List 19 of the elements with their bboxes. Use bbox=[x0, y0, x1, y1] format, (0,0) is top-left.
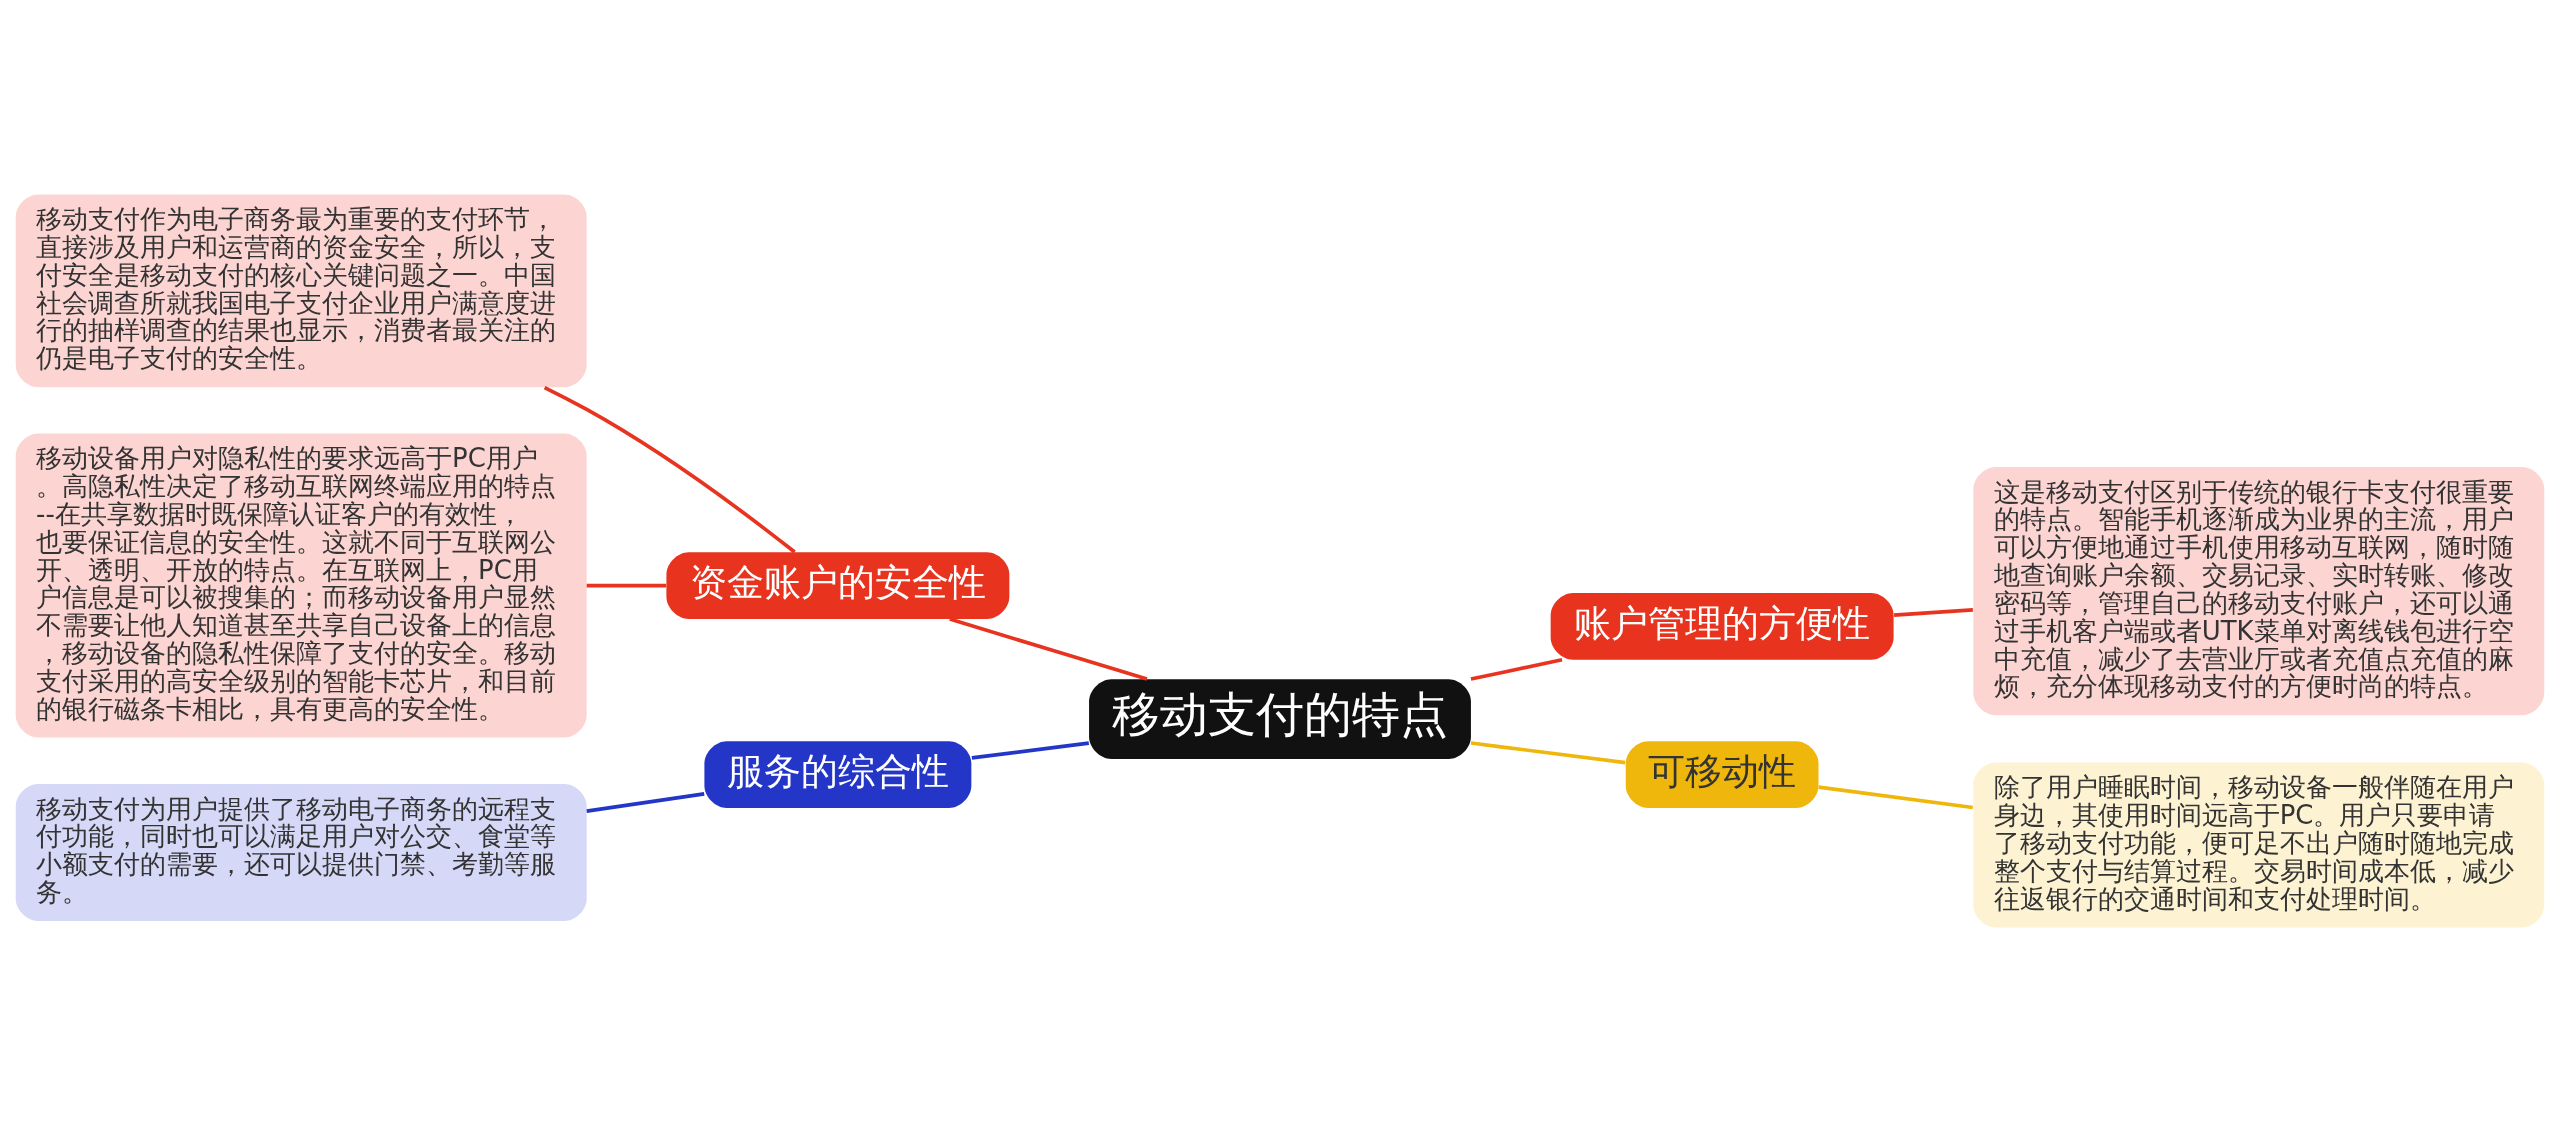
connector bbox=[1818, 785, 1973, 810]
node-box: 移动支付作为电子商务最为重要的支付环节，直接涉及用户和运营商的资金安全，所以，支付安全是移动支付的核心关键问题之一。中国社会调查所就我国电子支付企业用户满意度进行的抽样调查的结果也显示，消费者最关注的仍是电子支付的安全性。 bbox=[15, 194, 587, 388]
node-box: 移动支付为用户提供了移动电子商务的远程支付功能，同时也可以满足用户对公交、食堂等小额支付的需要，还可以提供门禁、考勤等服务。 bbox=[15, 783, 587, 922]
node-box: 移动支付的特点 bbox=[1089, 679, 1471, 759]
connector bbox=[1893, 608, 1973, 617]
node-box: 除了用户睡眠时间，移动设备一般伴随在用户身边，其使用时间远高于PC。用户只要申请了移动支付功能，便可足不出户随时随地完成整个支付与结算过程。交易时间成本低，减少往返银行的交通时间和支付处理时间。 bbox=[1973, 762, 2545, 928]
connector bbox=[543, 385, 796, 554]
connector bbox=[586, 792, 705, 813]
connector bbox=[1470, 658, 1563, 681]
connector bbox=[971, 741, 1090, 760]
node-box: 账户管理的方便性 bbox=[1550, 593, 1894, 660]
node-box: 这是移动支付区别于传统的银行卡支付很重要的特点。智能手机逐渐成为业界的主流，用户可以方便地通过手机使用移动互联网，随时随地查询账户余额、交易记录、实时转账、修改密码等，管理自己的移动支付账户，还可以通过手机客户端或者UTK菜单对离线钱包进行空中充值，减少了去营业厅或者充值点充值的麻烦，充分体现移动支付的方便时尚的特点。 bbox=[1973, 466, 2545, 716]
connector bbox=[949, 617, 1148, 681]
node-box: 可移动性 bbox=[1625, 741, 1819, 808]
node-box: 资金账户的安全性 bbox=[666, 552, 1010, 619]
connector bbox=[1470, 741, 1626, 765]
connector bbox=[586, 583, 667, 588]
node-box: 服务的综合性 bbox=[704, 741, 972, 808]
node-box: 移动设备用户对隐私性的要求远高于PC用户。高隐私性决定了移动互联网终端应用的特点--在共享数据时既保障认证客户的有效性，也要保证信息的安全性。这就不同于互联网公开、透明、开放的特点。在互联网上，PC用户信息是可以被搜集的；而移动设备用户显然不需要让他人知道甚至共享自己设备上的信息，移动设备的隐私性保障了支付的安全。移动支付采用的高安全级别的智能卡芯片，和目前的银行磁条卡相比，具有更高的安全性。 bbox=[15, 433, 587, 738]
